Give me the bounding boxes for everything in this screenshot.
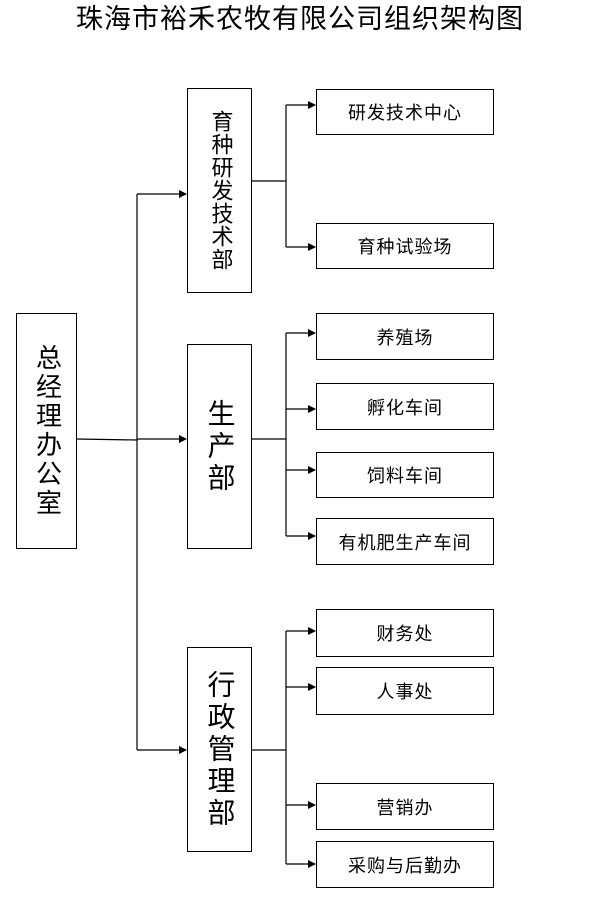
node-label: 营销办 — [376, 797, 434, 819]
connector-root — [75, 438, 138, 441]
node-label: 育种试验场 — [357, 237, 453, 258]
node-organic-fertilizer-workshop: 有机肥生产车间 — [316, 518, 494, 565]
node-label: 研发技术中心 — [348, 103, 462, 124]
node-label: 行政管理部 — [203, 669, 237, 830]
node-breeding-farm: 养殖场 — [316, 313, 494, 360]
node-marketing-office: 营销办 — [316, 783, 494, 830]
node-label: 人事处 — [376, 682, 434, 703]
node-label: 养殖场 — [376, 327, 434, 349]
node-production-dept: 生产部 — [187, 344, 252, 549]
node-label: 饲料车间 — [367, 466, 443, 487]
node-label: 育种研发技术部 — [207, 110, 233, 271]
node-label: 总经理办公室 — [31, 344, 62, 518]
node-procurement-logistics-office: 采购与后勤办 — [316, 841, 494, 888]
node-breeding-rd-dept: 育种研发技术部 — [187, 88, 252, 293]
node-rd-center: 研发技术中心 — [316, 89, 494, 135]
node-admin-dept: 行政管理部 — [187, 647, 252, 852]
chart-title: 珠海市裕禾农牧有限公司组织架构图 — [76, 4, 524, 35]
node-general-manager-office: 总经理办公室 — [16, 313, 77, 549]
node-finance-office: 财务处 — [316, 609, 494, 657]
node-hr-office: 人事处 — [316, 667, 494, 715]
node-label: 采购与后勤办 — [348, 855, 462, 877]
node-breeding-test-farm: 育种试验场 — [316, 223, 494, 269]
node-label: 孵化车间 — [367, 397, 443, 419]
node-hatchery-workshop: 孵化车间 — [316, 383, 494, 430]
node-label: 生产部 — [203, 398, 237, 495]
node-label: 有机肥生产车间 — [338, 532, 472, 554]
node-label: 财务处 — [376, 624, 434, 645]
node-feed-workshop: 饲料车间 — [316, 452, 494, 498]
